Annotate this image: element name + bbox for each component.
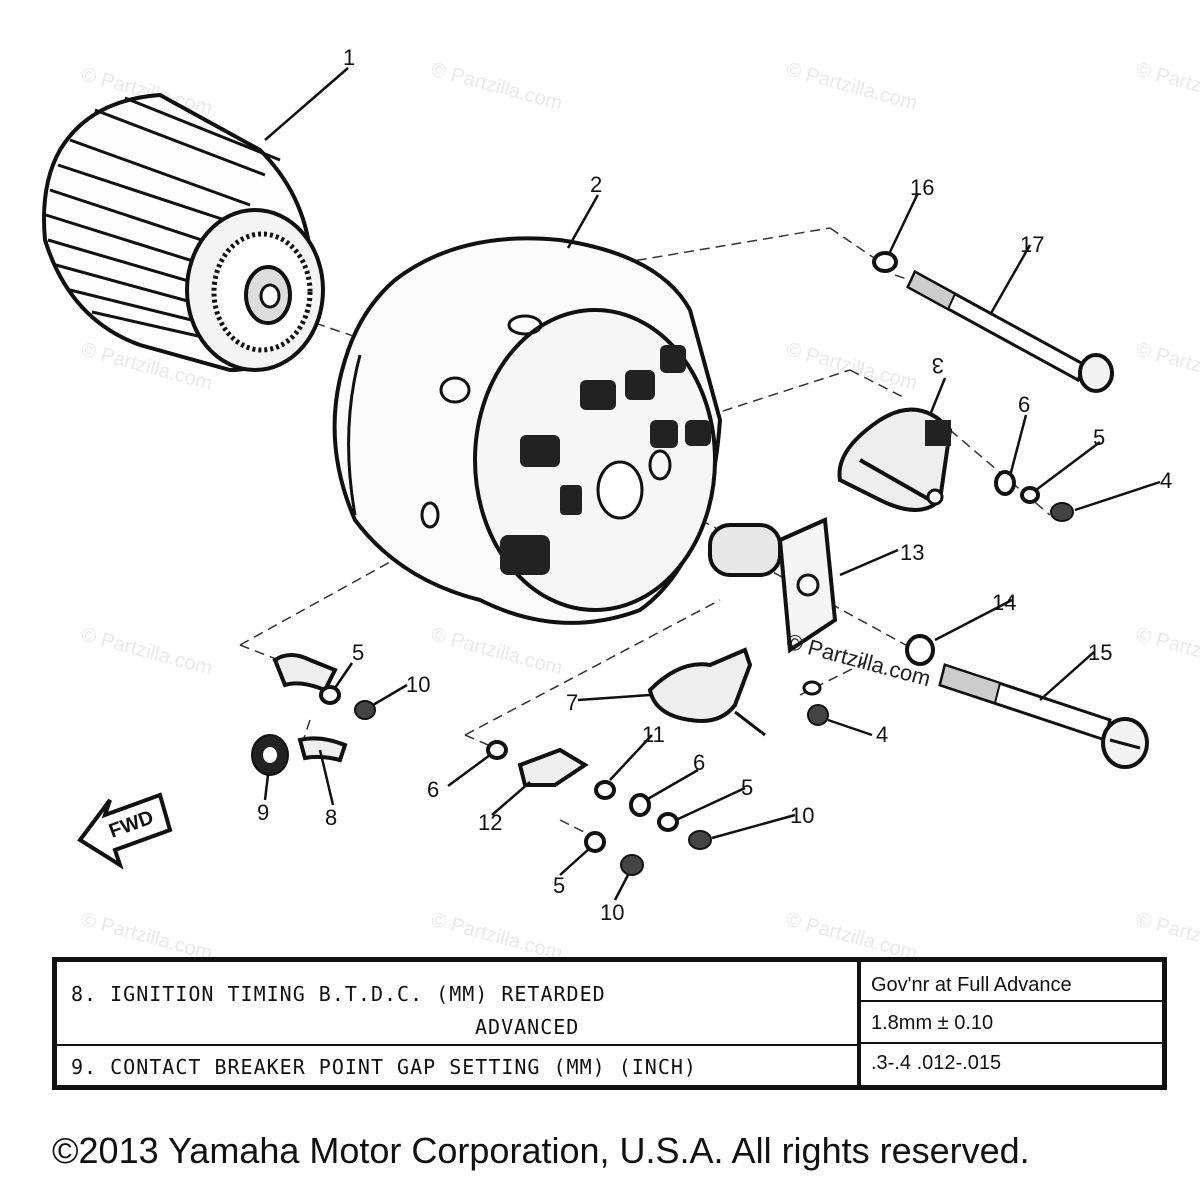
callout-6: 6 <box>1018 392 1030 417</box>
breaker-point-set <box>837 407 953 512</box>
watermark: © Partzilla.com <box>784 59 920 115</box>
timing-spec-table: 8. IGNITION TIMING B.T.D.C. (MM) RETARDE… <box>52 957 1167 1090</box>
spec-label-advanced: ADVANCED <box>475 1015 580 1039</box>
callout-14: 14 <box>992 590 1016 615</box>
condenser <box>708 517 838 654</box>
table-divider <box>857 962 861 1085</box>
callout-13: 13 <box>900 540 924 565</box>
watermark: © Partzilla.com <box>1134 624 1200 680</box>
table-divider <box>861 1042 1162 1044</box>
watermark: © Partzilla.com <box>429 624 565 680</box>
callout-6: 6 <box>427 777 439 802</box>
stator-plate-assembly <box>332 236 723 625</box>
flywheel-rotor <box>42 92 325 373</box>
callout-10: 10 <box>600 900 624 925</box>
bolt-through <box>906 269 1114 393</box>
washer <box>486 251 1016 817</box>
table-divider <box>57 1044 857 1046</box>
callout-4: 4 <box>1160 468 1172 493</box>
callout-5: 5 <box>352 640 364 665</box>
callout-6: 6 <box>693 750 705 775</box>
watermark: © Partzilla.com <box>79 624 215 680</box>
bracket <box>517 747 589 787</box>
callout-10: 10 <box>406 672 430 697</box>
callout-3: 3 <box>932 353 944 378</box>
spec-label-point-gap: 9. CONTACT BREAKER POINT GAP SETTING (MM… <box>71 1055 697 1079</box>
lock-washer <box>319 486 1040 853</box>
watermark: © Partzilla.com <box>429 59 565 115</box>
leader-lines <box>263 67 1161 901</box>
bolt-long <box>938 663 1149 769</box>
callout-1: 1 <box>343 45 355 70</box>
callout-10: 10 <box>790 803 814 828</box>
spec-value-advanced: 1.8mm ± 0.10 <box>871 1012 994 1034</box>
callout-5: 5 <box>741 775 753 800</box>
fwd-arrow: FWD <box>77 792 173 870</box>
wire-clamp <box>272 653 348 763</box>
callout-9: 9 <box>257 800 269 825</box>
callout-2: 2 <box>590 172 602 197</box>
screw <box>354 502 1074 876</box>
callout-12: 12 <box>478 810 502 835</box>
callout-15: 15 <box>1088 640 1112 665</box>
spec-value-point-gap: .3-.4 .012-.015 <box>871 1052 1002 1074</box>
callout-16: 16 <box>910 175 934 200</box>
grommet <box>251 734 289 776</box>
callout-17: 17 <box>1020 232 1044 257</box>
callout-8: 8 <box>325 805 337 830</box>
watermark: © Partzilla.com <box>784 339 920 395</box>
watermark: © Partzilla.com <box>1134 59 1200 115</box>
callout-11: 11 <box>642 722 665 747</box>
watermark: © Partzilla.com <box>1134 339 1200 395</box>
spec-header-value: Gov'nr at Full Advance <box>871 974 1072 996</box>
copyright-notice: ©2013 Yamaha Motor Corporation, U.S.A. A… <box>52 1130 1030 1171</box>
callout-labels: 1 2 3 4 4 5 5 5 5 6 6 6 7 8 9 10 10 10 1… <box>257 45 1172 925</box>
callout-5: 5 <box>1093 425 1105 450</box>
callout-5: 5 <box>553 873 565 898</box>
ignition-coil <box>647 647 766 737</box>
callout-4: 4 <box>876 722 888 747</box>
table-divider <box>861 1000 1162 1002</box>
spec-label-ignition-timing: 8. IGNITION TIMING B.T.D.C. (MM) RETARDE… <box>71 982 606 1006</box>
callout-7: 7 <box>566 690 578 715</box>
